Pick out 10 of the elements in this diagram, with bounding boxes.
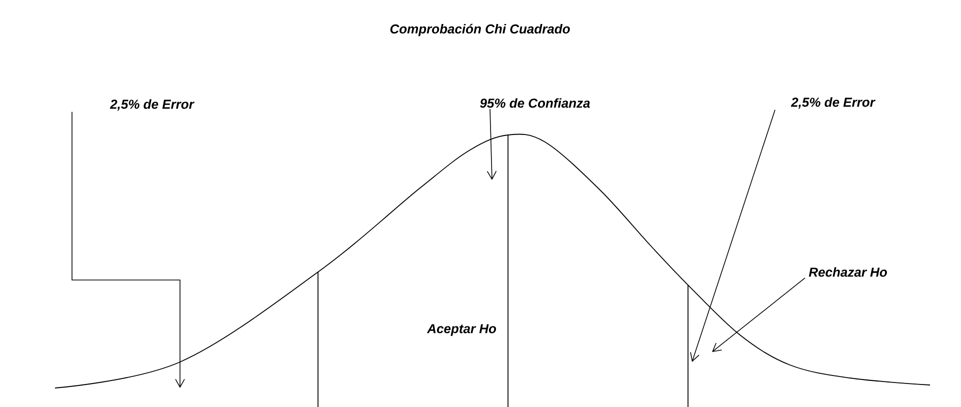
- callout-text: 2,5% de Error: [790, 97, 876, 109]
- callout-text: 2,5% de Error: [110, 99, 194, 111]
- title: Comprobación Chi Cuadrado: [390, 24, 570, 36]
- callout-text: Rechazar Ho: [808, 267, 887, 277]
- leader-line: [72, 112, 185, 388]
- leader-line: [690, 110, 776, 362]
- leader-line: [486, 108, 497, 180]
- leader-line: [712, 278, 806, 352]
- region-label: Aceptar Ho: [426, 324, 496, 336]
- callout-text: 95% de Confianza: [480, 98, 590, 108]
